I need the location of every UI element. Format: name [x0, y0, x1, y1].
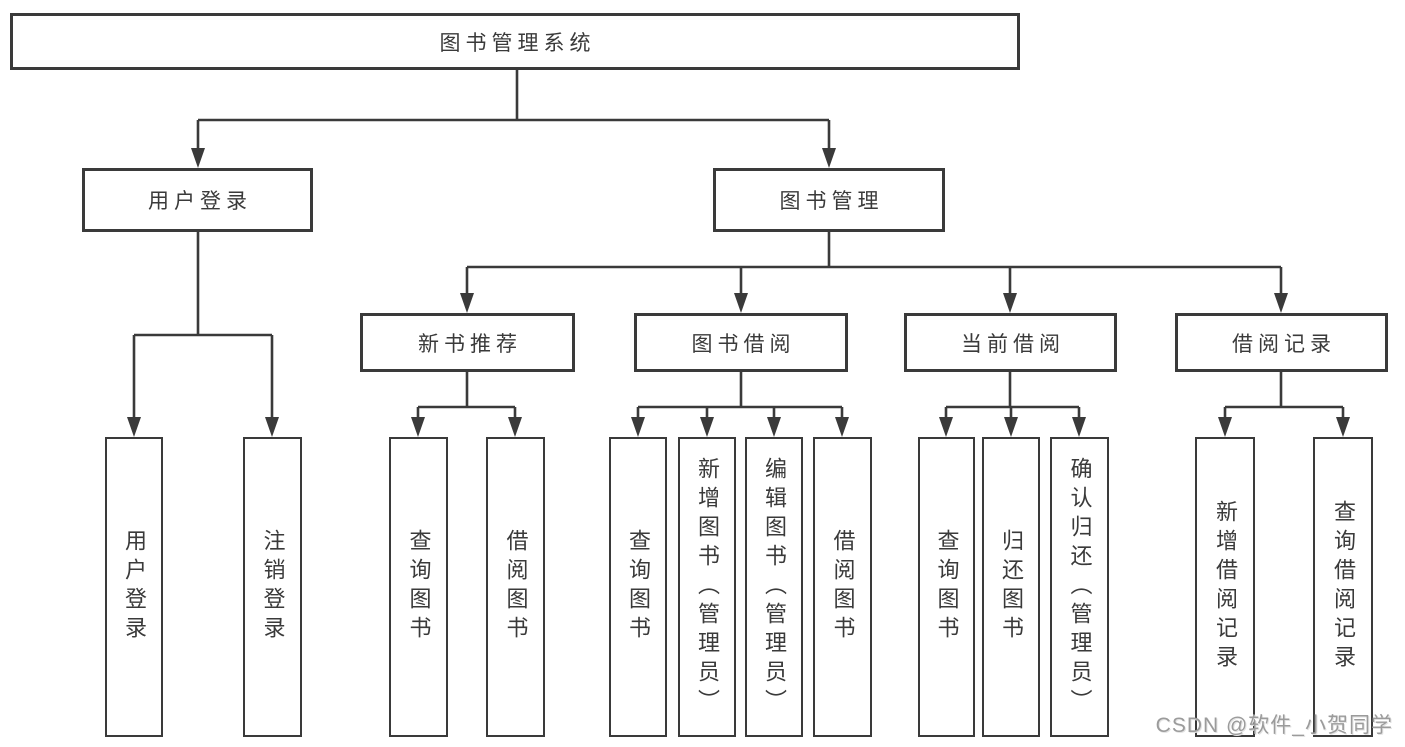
- node-root-system: 图书管理系统: [10, 13, 1020, 70]
- node-root-system-label: 图书管理系统: [439, 31, 596, 55]
- leaf-borrow-query-label: 查询图书: [626, 529, 651, 645]
- leaf-borrow-edit-admin: 编辑图书（管理员）: [745, 437, 803, 737]
- leaf-logout: 注销登录: [243, 437, 302, 737]
- node-current-borrow-label: 当前借阅: [961, 332, 1065, 356]
- node-new-book-recommend-label: 新书推荐: [418, 332, 522, 356]
- leaf-newbook-borrow: 借阅图书: [486, 437, 545, 737]
- leaf-user-login-label: 用户登录: [122, 529, 147, 645]
- leaf-confirm-return-admin-label: 确认归还（管理员）: [1067, 456, 1093, 718]
- node-borrow-record-label: 借阅记录: [1232, 332, 1336, 356]
- leaf-borrow-add-admin: 新增图书（管理员）: [678, 437, 736, 737]
- connector-paths: [132, 70, 1345, 421]
- leaf-borrow-query: 查询图书: [609, 437, 667, 737]
- leaf-record-query-label: 查询借阅记录: [1331, 500, 1356, 674]
- leaf-confirm-return-admin: 确认归还（管理员）: [1050, 437, 1109, 737]
- leaf-record-add: 新增借阅记录: [1195, 437, 1255, 737]
- leaf-newbook-query-label: 查询图书: [406, 529, 432, 645]
- node-book-borrow-label: 图书借阅: [691, 332, 796, 356]
- node-new-book-recommend: 新书推荐: [360, 313, 575, 372]
- leaf-logout-label: 注销登录: [260, 529, 286, 645]
- leaf-return-book: 归还图书: [982, 437, 1040, 737]
- leaf-record-query: 查询借阅记录: [1313, 437, 1373, 737]
- leaf-borrow-book: 借阅图书: [813, 437, 872, 737]
- leaf-borrow-book-label: 借阅图书: [830, 529, 856, 645]
- leaf-newbook-query: 查询图书: [389, 437, 448, 737]
- leaf-current-query-label: 查询图书: [934, 529, 960, 645]
- leaf-return-book-label: 归还图书: [999, 529, 1024, 645]
- leaf-record-add-label: 新增借阅记录: [1213, 500, 1238, 674]
- node-borrow-record: 借阅记录: [1175, 313, 1388, 372]
- leaf-current-query: 查询图书: [918, 437, 975, 737]
- node-user-login: 用户登录: [82, 168, 313, 232]
- leaf-user-login: 用户登录: [105, 437, 163, 737]
- leaf-borrow-edit-admin-label: 编辑图书（管理员）: [762, 456, 787, 718]
- node-book-management: 图书管理: [713, 168, 945, 232]
- node-user-login-label: 用户登录: [148, 190, 252, 213]
- csdn-watermark: CSDN @软件_小贺同学: [1155, 714, 1393, 737]
- node-book-management-label: 图书管理: [779, 190, 884, 213]
- leaf-borrow-add-admin-label: 新增图书（管理员）: [695, 456, 720, 718]
- arrowheads: [127, 148, 1350, 437]
- leaf-newbook-borrow-label: 借阅图书: [503, 529, 529, 645]
- node-book-borrow: 图书借阅: [634, 313, 848, 372]
- node-current-borrow: 当前借阅: [904, 313, 1117, 372]
